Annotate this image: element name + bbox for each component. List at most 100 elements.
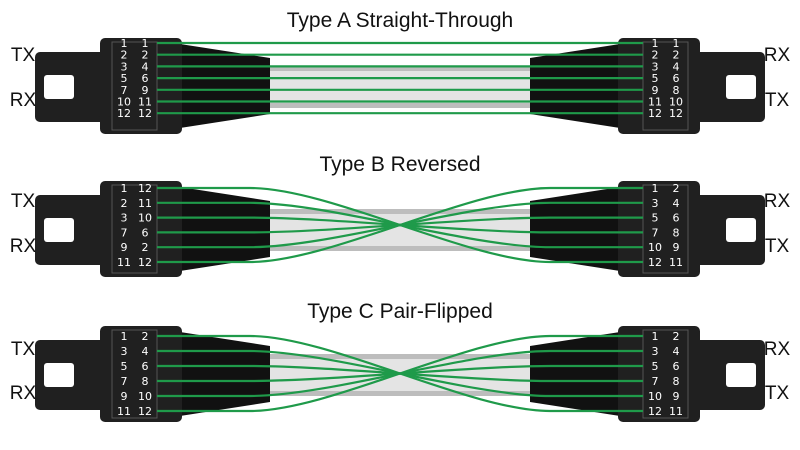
- right-pin-number: 2: [673, 330, 680, 343]
- left-pin-number: 12: [138, 256, 152, 269]
- right-connector-boot: [530, 187, 620, 271]
- left-pin-number: 6: [142, 226, 149, 239]
- left-pin-number: 1: [142, 37, 149, 50]
- left-side-label: RX: [10, 90, 37, 111]
- ribbon-edge: [250, 354, 550, 359]
- right-connector-ferrule: [618, 38, 700, 134]
- left-pin-number: 1: [121, 37, 128, 50]
- left-pin-number: 3: [121, 60, 128, 73]
- right-pin-number: 7: [652, 375, 659, 388]
- left-connector-boot: [180, 44, 270, 128]
- left-connector-window: [44, 75, 74, 99]
- left-side-label: RX: [10, 236, 37, 257]
- right-pin-number: 7: [652, 226, 659, 239]
- left-pin-number: 5: [121, 360, 128, 373]
- right-pin-number: 12: [648, 256, 662, 269]
- left-side-label: TX: [11, 339, 36, 360]
- right-side-label: RX: [764, 339, 791, 360]
- left-connector-ferrule: [100, 38, 182, 134]
- right-pin-number: 3: [652, 197, 659, 210]
- left-pin-number: 11: [117, 405, 131, 418]
- left-pin-number: 7: [121, 375, 128, 388]
- left-pin-number: 12: [138, 107, 152, 120]
- left-pin-number: 12: [138, 182, 152, 195]
- ribbon-edge: [250, 246, 550, 251]
- diagram-title: Type B Reversed: [319, 153, 480, 176]
- left-pin-number: 2: [142, 330, 149, 343]
- left-connector-window: [44, 363, 74, 387]
- ribbon-cable: [250, 354, 550, 396]
- left-pin-number: 2: [121, 49, 128, 62]
- right-pin-number: 12: [669, 107, 683, 120]
- left-pin-number: 9: [121, 241, 128, 254]
- right-pin-number: 9: [652, 84, 659, 97]
- left-pin-number: 1: [121, 330, 128, 343]
- left-pin-number: 11: [138, 197, 152, 210]
- right-connector-window: [726, 218, 756, 242]
- left-pin-number: 2: [142, 241, 149, 254]
- left-pin-number: 9: [121, 390, 128, 403]
- right-pin-number: 12: [648, 107, 662, 120]
- right-pin-number: 9: [673, 390, 680, 403]
- left-pin-number: 6: [142, 72, 149, 85]
- right-pin-number: 4: [673, 197, 680, 210]
- left-connector-boot: [180, 187, 270, 271]
- right-pin-number: 8: [673, 84, 680, 97]
- right-pin-number: 5: [652, 72, 659, 85]
- right-pin-number: 3: [652, 345, 659, 358]
- right-pin-number: 1: [652, 330, 659, 343]
- right-side-label: RX: [764, 45, 791, 66]
- fiber-strand: [157, 334, 643, 413]
- left-connector-ferrule: [100, 181, 182, 277]
- left-side-label: TX: [11, 45, 36, 66]
- left-pin-number: 9: [142, 84, 149, 97]
- left-pin-number: 5: [121, 72, 128, 85]
- left-pin-number: 7: [121, 226, 128, 239]
- diagram-title: Type A Straight-Through: [287, 9, 513, 32]
- left-pin-number: 2: [121, 197, 128, 210]
- fiber-strand: [157, 186, 643, 264]
- left-pin-number: 10: [138, 212, 152, 225]
- right-pin-number: 5: [652, 212, 659, 225]
- left-pin-number: 2: [142, 49, 149, 62]
- left-pin-number: 3: [121, 345, 128, 358]
- left-pin-number: 10: [138, 390, 152, 403]
- left-pin-number: 3: [121, 212, 128, 225]
- right-pin-number: 9: [673, 241, 680, 254]
- right-connector-boot: [530, 332, 620, 416]
- right-pin-number: 8: [673, 375, 680, 388]
- right-pin-number: 1: [652, 182, 659, 195]
- left-pin-number: 4: [142, 60, 149, 73]
- left-connector-window: [44, 218, 74, 242]
- right-pin-number: 11: [669, 256, 683, 269]
- right-connector-window: [726, 75, 756, 99]
- right-pin-number: 3: [652, 60, 659, 73]
- right-pin-number: 4: [673, 345, 680, 358]
- left-pin-number: 1: [121, 182, 128, 195]
- left-pin-number: 11: [117, 256, 131, 269]
- left-pin-number: 8: [142, 375, 149, 388]
- right-side-label: RX: [764, 191, 791, 212]
- ribbon-edge: [250, 66, 550, 71]
- right-pin-panel: [642, 184, 689, 274]
- left-pin-number: 4: [142, 345, 149, 358]
- right-pin-number: 10: [648, 241, 662, 254]
- right-pin-number: 10: [669, 96, 683, 109]
- right-side-label: TX: [765, 90, 790, 111]
- diagram-title: Type C Pair-Flipped: [307, 300, 493, 323]
- right-pin-number: 4: [673, 60, 680, 73]
- left-pin-panel: [111, 184, 158, 274]
- right-pin-number: 1: [673, 37, 680, 50]
- left-connector-boot: [180, 332, 270, 416]
- right-pin-panel: [642, 41, 689, 131]
- left-pin-panel: [111, 329, 158, 419]
- right-pin-number: 6: [673, 212, 680, 225]
- right-connector-window: [726, 363, 756, 387]
- right-pin-number: 10: [648, 390, 662, 403]
- left-pin-number: 7: [121, 84, 128, 97]
- right-pin-number: 6: [673, 360, 680, 373]
- right-pin-number: 11: [648, 96, 662, 109]
- left-side-label: TX: [11, 191, 36, 212]
